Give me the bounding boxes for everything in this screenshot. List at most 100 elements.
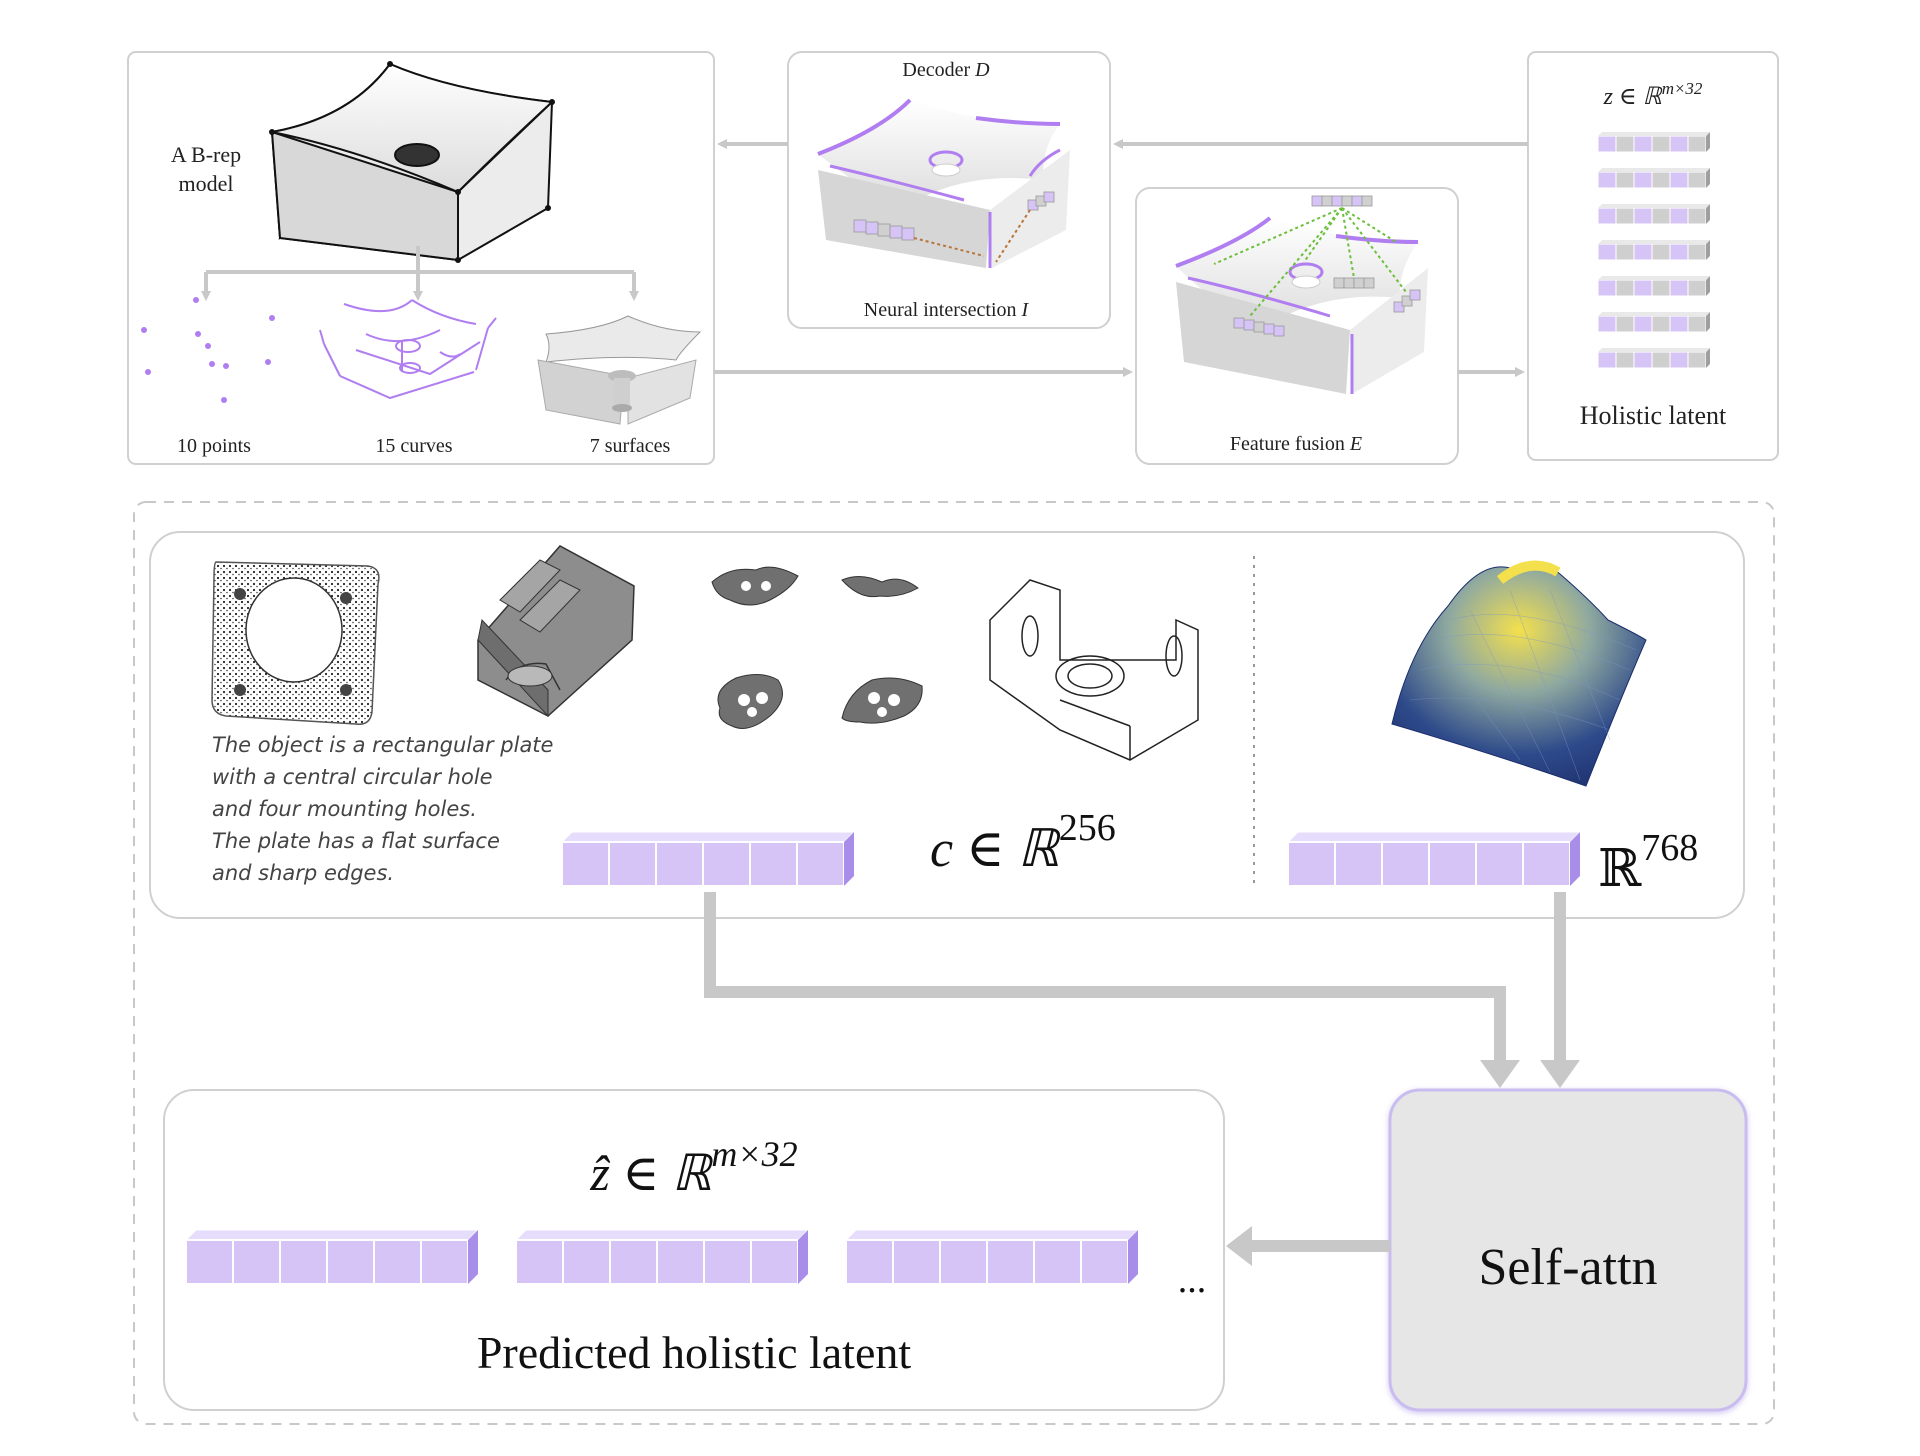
holistic-latent-cell: [1633, 279, 1653, 297]
latent-cell: [373, 1239, 422, 1285]
holistic-latent-cell: [1687, 315, 1707, 333]
latent-top-face: [1286, 831, 1582, 843]
gray-cad-solid: [477, 545, 635, 718]
holistic-latent-row: [1597, 168, 1710, 189]
holistic-latent-cell: [1687, 351, 1707, 369]
holistic-latent-cell: [1633, 171, 1653, 189]
holistic-latent-side: [1706, 168, 1710, 188]
holistic-latent-cell: [1597, 351, 1617, 369]
holistic-latent-cell: [1615, 351, 1635, 369]
holistic-latent-side: [1706, 276, 1710, 296]
holistic-latent-cell: [1669, 351, 1689, 369]
holistic-latent-cell: [1597, 135, 1617, 153]
curves-illustration: [319, 299, 497, 400]
latent-cell: [609, 1239, 658, 1285]
feature-fusion-illustration: [1175, 195, 1428, 394]
latent-cell: [185, 1239, 234, 1285]
line-drawing-part: [989, 579, 1199, 761]
latent-cell: [1428, 841, 1477, 887]
r768-formula: ℝ768: [1598, 827, 1698, 898]
surfaces-label: 7 surfaces: [590, 435, 671, 457]
latent-cell: [326, 1239, 375, 1285]
holistic-latent-cell: [1615, 243, 1635, 261]
holistic-latent-cell: [1651, 135, 1671, 153]
brep-model-illustration: [269, 61, 555, 263]
holistic-latent-top: [1598, 168, 1710, 172]
latent-cell: [1287, 841, 1336, 887]
brep-label-line2: model: [179, 171, 234, 196]
holistic-latent-cell: [1687, 135, 1707, 153]
holistic-latent-side: [1706, 312, 1710, 332]
text-description: The object is a rectangular plate with a…: [212, 733, 553, 885]
decoder-label: Decoder D: [902, 59, 990, 81]
holistic-latent-cell: [1651, 279, 1671, 297]
holistic-latent-cell: [1669, 171, 1689, 189]
latent-vector: [514, 1229, 810, 1285]
holistic-latent-cell: [1669, 135, 1689, 153]
holistic-latent-side: [1706, 132, 1710, 152]
holistic-latent-cell: [1633, 351, 1653, 369]
latent-side-face: [844, 832, 854, 886]
latent-cell: [939, 1239, 988, 1285]
holistic-latent-row: [1597, 312, 1710, 333]
holistic-latent-row: [1597, 276, 1710, 297]
surfaces-illustration: [537, 315, 702, 425]
decoder-latent-token-right: [1027, 191, 1055, 211]
text-description-line-5: and sharp edges.: [212, 861, 394, 885]
latent-cell: [420, 1239, 469, 1285]
latent-cell: [1381, 841, 1430, 887]
holistic-latent-cell: [1651, 207, 1671, 225]
holistic-latent-row: [1597, 348, 1710, 369]
holistic-latent-cell: [1687, 207, 1707, 225]
text-description-line-3: and four mounting holes.: [212, 797, 477, 821]
latent-cell: [515, 1239, 564, 1285]
holistic-latent-label: Holistic latent: [1580, 401, 1727, 430]
latent-cell: [1475, 841, 1524, 887]
text-description-line-4: The plate has a flat surface: [212, 829, 500, 853]
holistic-latent-cell: [1669, 243, 1689, 261]
latent-cell: [608, 841, 657, 887]
latent-cell: [1522, 841, 1571, 887]
holistic-latent-cell: [1597, 243, 1617, 261]
neural-intersection-label: Neural intersection I: [864, 299, 1030, 321]
ellipsis: ...: [1178, 1259, 1207, 1301]
fusion-tokens: [1233, 277, 1421, 337]
holistic-latent-cell: [1633, 243, 1653, 261]
arrow-heads: [1480, 1060, 1580, 1088]
holistic-latent-cell: [1615, 207, 1635, 225]
latent-cell: [232, 1239, 281, 1285]
holistic-latent-cell: [1651, 315, 1671, 333]
holistic-latent-cell: [1615, 315, 1635, 333]
holistic-latent-cell: [1597, 315, 1617, 333]
holistic-latent-side: [1706, 204, 1710, 224]
latent-cell: [796, 841, 845, 887]
holistic-latent-cell: [1669, 207, 1689, 225]
latent-cell: [750, 1239, 799, 1285]
holistic-latent-top: [1598, 348, 1710, 352]
generation-section-border: [133, 501, 1775, 1425]
holistic-latent-cell: [1597, 207, 1617, 225]
holistic-latent-top: [1598, 312, 1710, 316]
holistic-latent-cell: [1633, 315, 1653, 333]
latent-vector: [184, 1229, 480, 1285]
condition-latent-r768: [1286, 831, 1582, 887]
curves-label: 15 curves: [375, 435, 452, 457]
text-description-line-1: The object is a rectangular plate: [212, 733, 553, 757]
holistic-latent-token-grid: [1597, 132, 1710, 369]
latent-cell: [562, 1239, 611, 1285]
latent-top-face: [560, 831, 856, 843]
holistic-latent-top: [1598, 276, 1710, 280]
gaussian-surface-illustration: [1391, 560, 1647, 787]
latent-cell: [561, 841, 610, 887]
holistic-latent-cell: [1669, 279, 1689, 297]
holistic-latent-row: [1597, 132, 1710, 153]
decoder-latent-token: [853, 219, 915, 241]
top-flow-arrows: [714, 139, 1528, 377]
predicted-holistic-latent-label: Predicted holistic latent: [477, 1327, 912, 1378]
latent-cell: [279, 1239, 328, 1285]
predicted-latent-tokens: [184, 1229, 1140, 1285]
latent-side-face: [1128, 1230, 1138, 1284]
latent-side-face: [798, 1230, 808, 1284]
point-cloud-plate: [211, 561, 380, 725]
holistic-latent-cell: [1615, 279, 1635, 297]
